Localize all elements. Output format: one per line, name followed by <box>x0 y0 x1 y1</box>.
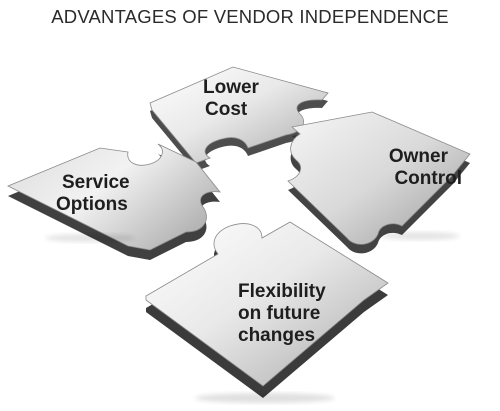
label-line: changes <box>238 325 316 346</box>
label-line: Flexibility <box>238 281 326 302</box>
label-line: Options <box>56 194 128 215</box>
label-line: Cost <box>205 99 248 120</box>
label-line: Lower <box>203 77 259 98</box>
piece-flexibility <box>145 221 389 398</box>
piece-owner-control <box>287 111 471 254</box>
piece-lower-cost <box>149 66 329 171</box>
label-service-options: Service Options <box>56 172 130 216</box>
label-lower-cost: Lower Cost <box>203 77 259 121</box>
label-line: Control <box>394 168 462 189</box>
label-line: Owner <box>388 146 448 167</box>
label-line: Service <box>62 172 130 193</box>
piece-service-options <box>7 143 221 260</box>
label-line: on future <box>238 303 321 324</box>
label-flexibility: Flexibility on future changes <box>238 281 326 347</box>
label-owner-control: Owner Control <box>360 146 462 190</box>
page-title: ADVANTAGES OF VENDOR INDEPENDENCE <box>51 6 449 27</box>
